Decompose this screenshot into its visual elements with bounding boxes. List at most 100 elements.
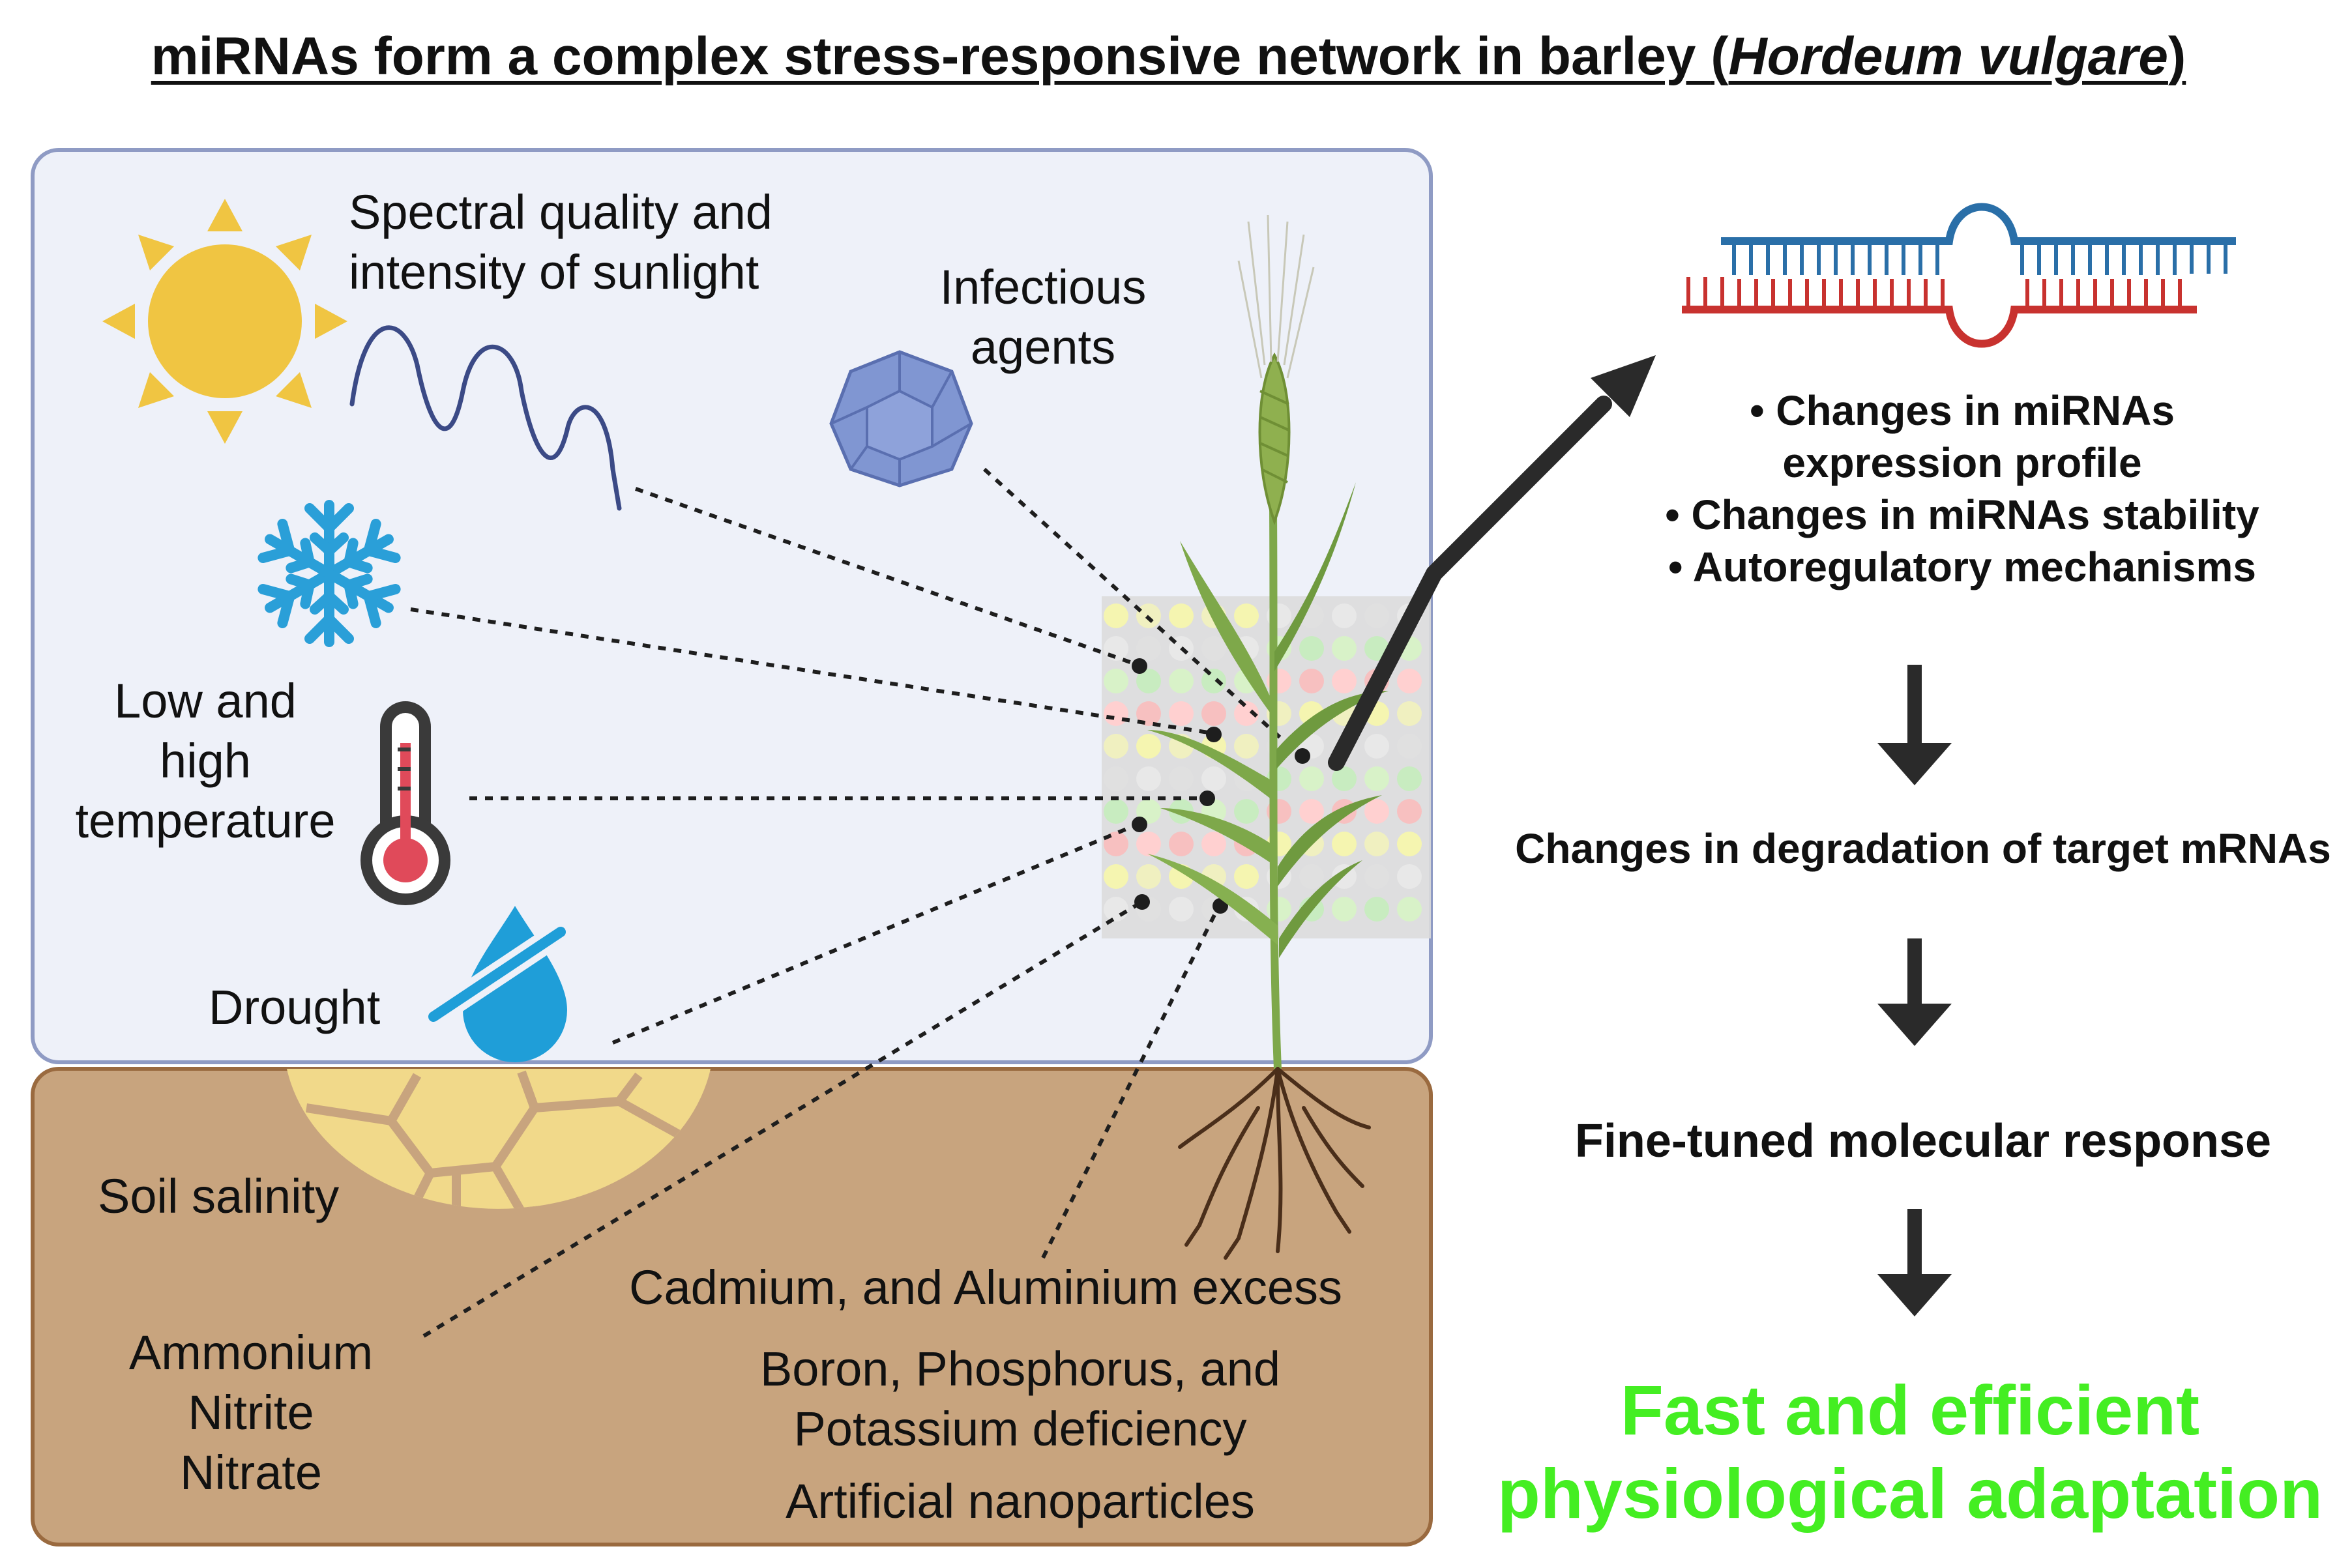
figure-title: miRNAs form a complex stress-responsive … [0, 26, 2337, 87]
diagonal-arrow [1328, 355, 1656, 771]
microarray-spot [1299, 799, 1324, 824]
label-infectious: Infectious agents [900, 257, 1186, 377]
down-arrow-3 [1877, 1209, 1952, 1316]
microarray-spot [1169, 603, 1194, 628]
step-target-degradation: Changes in degradation of target mRNAs [1515, 825, 2331, 872]
label-deficiency: Boron, Phosphorus, and Potassium deficie… [678, 1339, 1362, 1459]
microarray-spot [1104, 734, 1128, 759]
bullet-expression: • Changes in miRNAs [1750, 387, 2175, 434]
label-drought: Drought [209, 980, 381, 1034]
microarray-spot [1364, 832, 1389, 856]
microarray-spot [1364, 864, 1389, 889]
microarray-spot [1201, 636, 1226, 661]
label-nitrogen-line-3: Nitrate [180, 1445, 322, 1500]
title-main: miRNAs form a complex stress-responsive … [151, 27, 1711, 86]
title-species: Hordeum vulgare [1728, 27, 2168, 86]
microarray-icon [1102, 596, 1431, 938]
label-sunlight: Spectral quality and intensity of sunlig… [349, 182, 772, 302]
microarray-spot [1332, 669, 1357, 693]
microarray-spot [1169, 669, 1194, 693]
roots-icon [1178, 1067, 1371, 1260]
down-arrow-1 [1877, 665, 1952, 785]
microarray-spot [1136, 734, 1161, 759]
microarray-spot [1397, 766, 1422, 791]
outcome-line-1: Fast and efficient [1620, 1371, 2200, 1449]
microarray-spot [1136, 669, 1161, 693]
microarray-spot [1364, 897, 1389, 922]
microarray-spot [1169, 701, 1194, 726]
virus-icon [829, 350, 973, 487]
label-salinity: Soil salinity [98, 1169, 340, 1223]
label-metals: Cadmium, and Aluminium excess [629, 1260, 1342, 1314]
microarray-spot [1201, 766, 1226, 791]
microarray-spot [1201, 701, 1226, 726]
outcome-adaptation: Fast and efficient physiological adaptat… [1486, 1369, 2334, 1535]
title-paren-open: ( [1711, 27, 1729, 86]
thermometer-icon [360, 701, 450, 905]
microarray-spot [1136, 636, 1161, 661]
microarray-spot [1136, 864, 1161, 889]
microarray-spot [1104, 669, 1128, 693]
soil-panel [31, 1067, 1433, 1546]
bullet-autoregulatory: • Autoregulatory mechanisms [1668, 544, 2257, 590]
label-infectious-line-1: Infectious [939, 260, 1147, 314]
label-temperature: Low and high temperature [59, 671, 352, 851]
snowflake-icon [260, 500, 398, 642]
bullet-expression-cont: expression profile [1782, 439, 2142, 486]
microarray-spot [1299, 636, 1324, 661]
microarray-spot [1234, 603, 1259, 628]
microarray-spot [1364, 766, 1389, 791]
label-nanoparticles: Artificial nanoparticles [786, 1474, 1255, 1528]
microarray-spot [1201, 832, 1226, 856]
label-deficiency-line-2: Potassium deficiency [793, 1402, 1247, 1456]
label-deficiency-line-1: Boron, Phosphorus, and [759, 1342, 1281, 1396]
title-paren-close: ) [2168, 27, 2186, 86]
mirna-duplex-icon [1682, 203, 2236, 348]
outcome-line-2: physiological adaptation [1497, 1454, 2323, 1533]
microarray-spot [1234, 799, 1259, 824]
label-nitrogen-line-2: Nitrite [188, 1386, 314, 1440]
label-nitrogen-line-1: Ammonium [128, 1326, 374, 1380]
microarray-spot [1332, 897, 1357, 922]
microarray-spot [1397, 799, 1422, 824]
microarray-spot [1169, 832, 1194, 856]
label-temperature-line-3: temperature [75, 794, 336, 848]
microarray-spot [1397, 897, 1422, 922]
light-wave-icon [349, 325, 622, 511]
microarray-spot [1299, 766, 1324, 791]
barley-plant-icon [1147, 214, 1389, 1069]
microarray-spot [1332, 766, 1357, 791]
microarray-spot [1104, 766, 1128, 791]
mirna-changes-list: • Changes in miRNAs expression profile •… [1610, 385, 2314, 593]
microarray-spot [1397, 669, 1422, 693]
microarray-spot [1104, 897, 1128, 922]
microarray-spot [1136, 766, 1161, 791]
microarray-spot [1397, 701, 1422, 726]
microarray-spot [1234, 734, 1259, 759]
label-sunlight-line-2: intensity of sunlight [349, 245, 759, 299]
microarray-spot [1234, 701, 1259, 726]
microarray-spot [1397, 832, 1422, 856]
microarray-spot [1169, 897, 1194, 922]
label-sunlight-line-1: Spectral quality and [349, 185, 772, 239]
microarray-spot [1201, 669, 1226, 693]
microarray-spot [1136, 832, 1161, 856]
microarray-spot [1364, 799, 1389, 824]
flow-arrows [1877, 665, 1952, 1316]
microarray-spot [1136, 701, 1161, 726]
microarray-spot [1104, 864, 1128, 889]
pointer-lines [410, 467, 1302, 1338]
down-arrow-2 [1877, 938, 1952, 1046]
microarray-spot [1104, 636, 1128, 661]
no-water-icon [427, 906, 567, 1062]
microarray-spot [1332, 636, 1357, 661]
microarray-spot [1364, 603, 1389, 628]
label-nitrogen: Ammonium Nitrite Nitrate [98, 1323, 404, 1503]
microarray-spot [1169, 766, 1194, 791]
label-infectious-line-2: agents [970, 320, 1116, 374]
microarray-spot [1397, 864, 1422, 889]
microarray-spot [1104, 603, 1128, 628]
microarray-spot [1234, 864, 1259, 889]
